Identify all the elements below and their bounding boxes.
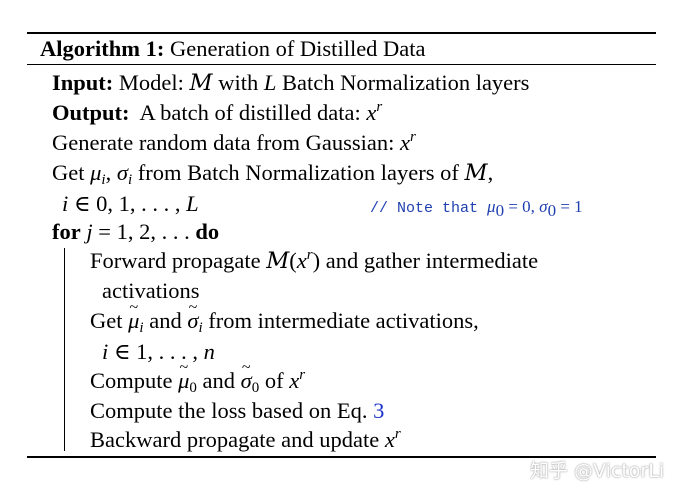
compute-sigma: σ xyxy=(241,360,252,393)
backward-text: Backward propagate and update xyxy=(90,427,385,452)
generate-sup: r xyxy=(410,129,416,145)
for-var: j xyxy=(86,219,93,244)
sigma-tilde-sub: i xyxy=(198,320,203,336)
comment-note: // Note that μ0 = 0, σ0 = 1 xyxy=(370,197,583,220)
compute-text: Compute xyxy=(90,368,179,393)
mu-tilde-sub: i xyxy=(139,320,144,336)
note-eq2: = 1 xyxy=(556,197,583,216)
note-eq1: = 0, xyxy=(504,197,540,216)
input-text-tail: Batch Normalization layers xyxy=(276,70,530,95)
get-tilde-line: Get μi and σi from intermediate activati… xyxy=(90,300,479,336)
for-line: for j = 1, 2, . . . do xyxy=(52,219,220,244)
range-L: L xyxy=(186,191,199,216)
note-prefix: // Note that xyxy=(370,200,488,217)
sigma-symbol: σ xyxy=(116,160,128,185)
sigma-tilde: σ xyxy=(187,300,198,333)
get-stats-line: Get μi, σi from Batch Normalization laye… xyxy=(52,160,494,188)
input-line: Input: Model: M with L Batch Normalizati… xyxy=(52,70,530,96)
output-sup: r xyxy=(376,99,383,115)
top-rule xyxy=(27,32,656,34)
get-comma: , xyxy=(105,160,117,185)
output-line: Output: A batch of distilled data: xr xyxy=(52,99,383,125)
note-mu: μ xyxy=(487,197,496,216)
caption-rule xyxy=(27,64,656,65)
forward-line: Forward propagate M(xr) and gather inter… xyxy=(90,247,539,274)
get2-and: and xyxy=(143,308,188,333)
backward-x: x xyxy=(384,427,395,452)
compute-mu: μ xyxy=(178,360,190,393)
range-i: i xyxy=(62,191,69,216)
model-symbol: M xyxy=(189,70,213,96)
forward-x: x xyxy=(296,248,307,273)
range-line-2: i ∈ 1, . . . , n xyxy=(102,339,215,364)
note-sigma: σ xyxy=(539,197,548,216)
watermark: 知乎 @VictorLi xyxy=(530,460,665,482)
paren-close: ) xyxy=(312,248,321,273)
input-text-with: with xyxy=(212,70,264,95)
algorithm-label: Algorithm 1: xyxy=(40,36,165,61)
output-label: Output: xyxy=(52,100,130,125)
note-mu-sub: 0 xyxy=(495,201,505,220)
model-symbol-2: M xyxy=(464,160,488,186)
generate-line: Generate random data from Gaussian: xr xyxy=(52,129,416,155)
output-x: x xyxy=(366,100,377,125)
mu-sub: i xyxy=(101,172,106,188)
for-keyword: for xyxy=(52,219,81,244)
input-label: Input: xyxy=(52,70,114,95)
paren-open: ( xyxy=(289,248,297,273)
compute-mu-sub: 0 xyxy=(189,380,197,396)
output-text: A batch of distilled data: xyxy=(139,100,367,125)
compute-of: of xyxy=(259,368,290,393)
range-rest: ∈ 0, 1, . . . , xyxy=(68,191,187,216)
mu-symbol: μ xyxy=(90,160,102,185)
algorithm-title: Generation of Distilled Data xyxy=(169,36,426,61)
generate-x: x xyxy=(400,130,410,155)
compute-sigma-sub: 0 xyxy=(251,380,260,396)
algorithm-caption: Algorithm 1: Generation of Distilled Dat… xyxy=(40,36,426,61)
range2-n: n xyxy=(203,339,215,364)
forward-text: Forward propagate xyxy=(90,248,267,273)
range-line-1: i ∈ 0, 1, . . . , L xyxy=(62,191,199,216)
compute-loss-text: Compute the loss based on Eq. xyxy=(90,398,374,423)
forward-text-tail: and gather intermediate xyxy=(320,248,539,273)
backward-sup: r xyxy=(394,426,401,442)
generate-text: Generate random data from Gaussian: xyxy=(52,130,400,155)
compute-and: and xyxy=(196,368,241,393)
sigma-sub: i xyxy=(127,172,133,188)
get2-text: Get xyxy=(90,308,129,333)
forward-sup: r xyxy=(306,247,313,263)
layer-count-symbol: L xyxy=(263,70,277,95)
do-keyword: do xyxy=(195,219,220,244)
backward-line: Backward propagate and update xr xyxy=(90,426,401,452)
compute-loss-line: Compute the loss based on Eq. 3 xyxy=(90,398,385,423)
get-text: Get xyxy=(52,160,91,185)
range2-i: i xyxy=(102,339,109,364)
get-end: , xyxy=(487,160,494,185)
mu-tilde: μ xyxy=(128,300,140,333)
activations-text: activations xyxy=(102,278,200,303)
forward-line-cont: activations xyxy=(102,278,200,303)
input-text: Model: xyxy=(118,70,190,95)
compute-x: x xyxy=(289,368,300,393)
compute-stats-line: Compute μ0 and σ0 of xr xyxy=(90,360,306,396)
note-sigma-sub: 0 xyxy=(547,201,557,220)
get2-text-tail: from intermediate activations, xyxy=(202,308,479,333)
get-text-tail: from Batch Normalization layers of xyxy=(132,160,465,185)
equation-ref-link[interactable]: 3 xyxy=(373,398,385,423)
range2-rest: ∈ 1, . . . , xyxy=(108,339,204,364)
bottom-rule xyxy=(27,456,656,458)
for-range: = 1, 2, . . . xyxy=(92,219,196,244)
compute-sup: r xyxy=(299,367,306,383)
loop-body-bar xyxy=(64,248,65,451)
forward-model: M xyxy=(266,248,290,274)
